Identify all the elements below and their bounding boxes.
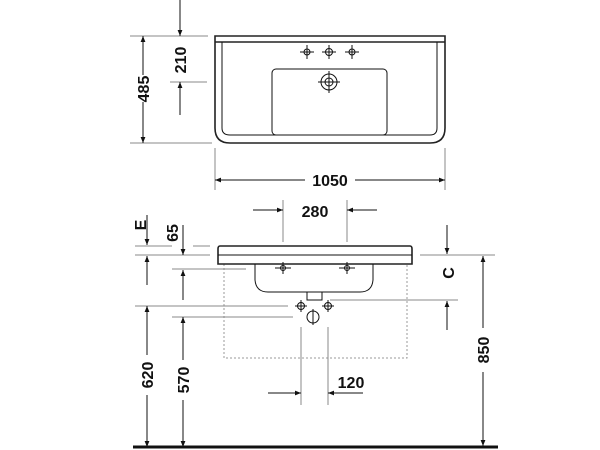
waste-connection-icons	[295, 300, 334, 325]
dim-depth-485: 485	[136, 76, 153, 103]
dim-waste-height-620: 620	[140, 362, 157, 389]
cabinet-outline	[223, 263, 408, 359]
dim-label-e: E	[133, 219, 150, 230]
dim-label-c: C	[441, 267, 458, 279]
dim-waste-spacing-120: 120	[338, 375, 365, 392]
drain-stub	[306, 291, 323, 301]
dim-rim-65: 65	[165, 224, 182, 242]
tap-cross-icons	[275, 262, 355, 274]
dim-tap-offset-210: 210	[173, 47, 190, 74]
tap-hole-icons	[300, 45, 359, 59]
basin-outline-top	[214, 35, 446, 144]
dim-width-1050: 1050	[312, 173, 348, 190]
front-view: 280 E 65 620 570 120 C 850	[133, 200, 498, 449]
bowl-profile	[254, 264, 374, 293]
top-view: 485 210 1050	[130, 0, 446, 190]
drain-icon	[318, 71, 340, 93]
dim-tap-spacing-280: 280	[302, 204, 329, 221]
rim-outline	[217, 245, 413, 265]
dim-overall-height-850: 850	[476, 337, 493, 364]
bowl-outline	[271, 68, 388, 136]
dim-trap-height-570: 570	[176, 367, 193, 394]
